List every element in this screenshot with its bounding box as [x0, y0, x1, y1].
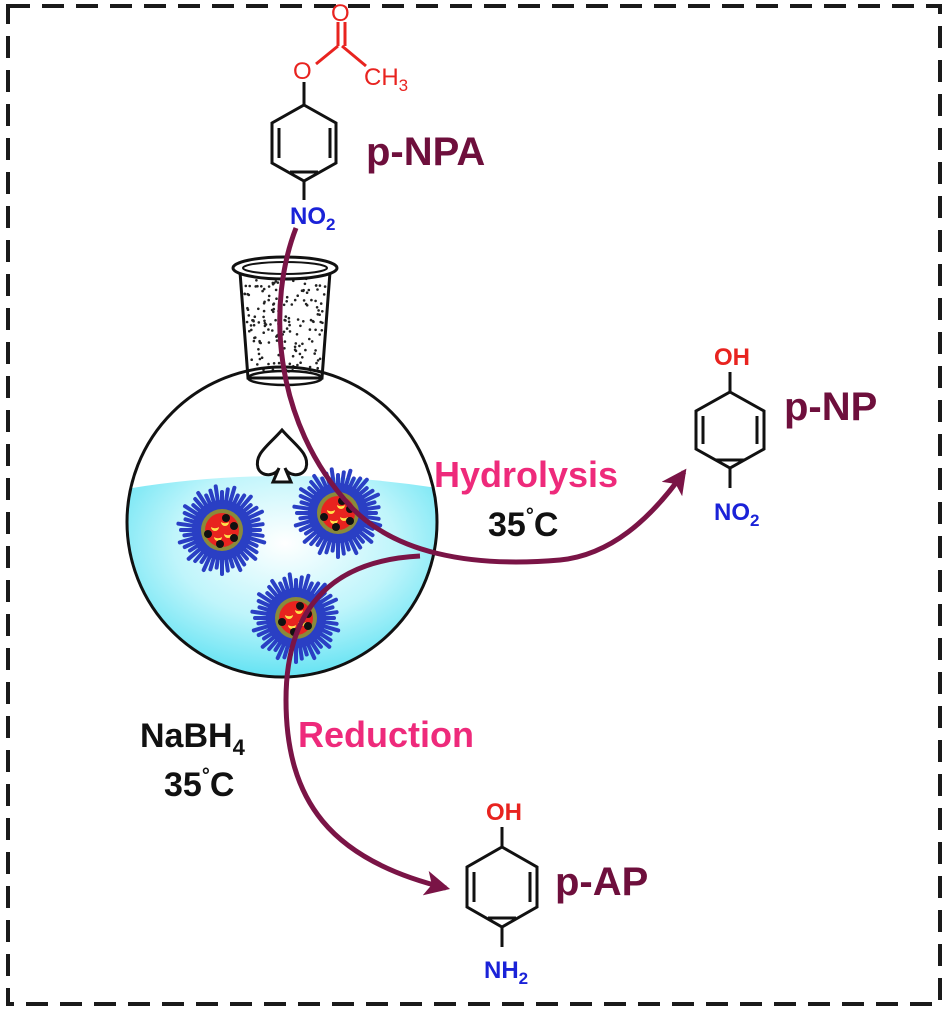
- p-np-nitro-group: NO2: [714, 499, 759, 530]
- reduction-arrow: [283, 553, 451, 896]
- reaction-flask-icon: [125, 255, 439, 679]
- spade-icon: [255, 427, 309, 484]
- reactant-ester-oxygen: O: [293, 58, 312, 85]
- product-molecule-p-np: OH NO2: [694, 344, 766, 530]
- flask-liquid: [127, 476, 437, 677]
- p-np-benzene-ring: [694, 390, 766, 470]
- p-ap-benzene-ring: [465, 845, 539, 929]
- hydrolysis-temperature: 35°C: [488, 505, 558, 544]
- product-molecule-p-ap: OH NH2: [465, 799, 539, 988]
- p-np-name-label: p-NP: [784, 385, 877, 429]
- reactant-methyl-group: CH3: [364, 64, 408, 95]
- dashed-frame: [6, 4, 942, 1006]
- reactant-carbonyl-oxygen: O: [331, 0, 350, 27]
- p-ap-amine-group: NH2: [484, 957, 528, 988]
- reactant-molecule-p-npa: O O CH3 NO2: [270, 0, 408, 234]
- reduction-reagent: NaBH4: [140, 717, 246, 760]
- nanoparticle-icon: [292, 467, 383, 559]
- p-ap-name-label: p-AP: [555, 860, 648, 904]
- reactant-benzene-ring: [270, 103, 338, 183]
- hydrolysis-arrow: [277, 227, 687, 565]
- reduction-temperature: 35°C: [164, 765, 234, 804]
- nanoparticle-icon: [176, 484, 267, 576]
- p-np-hydroxyl-group: OH: [714, 344, 750, 371]
- reduction-label: Reduction: [298, 714, 474, 755]
- reactant-nitro-group: NO2: [290, 203, 335, 234]
- hydrolysis-label: Hydrolysis: [434, 454, 618, 495]
- p-ap-hydroxyl-group: OH: [486, 799, 522, 826]
- reactant-name-label: p-NPA: [366, 130, 485, 174]
